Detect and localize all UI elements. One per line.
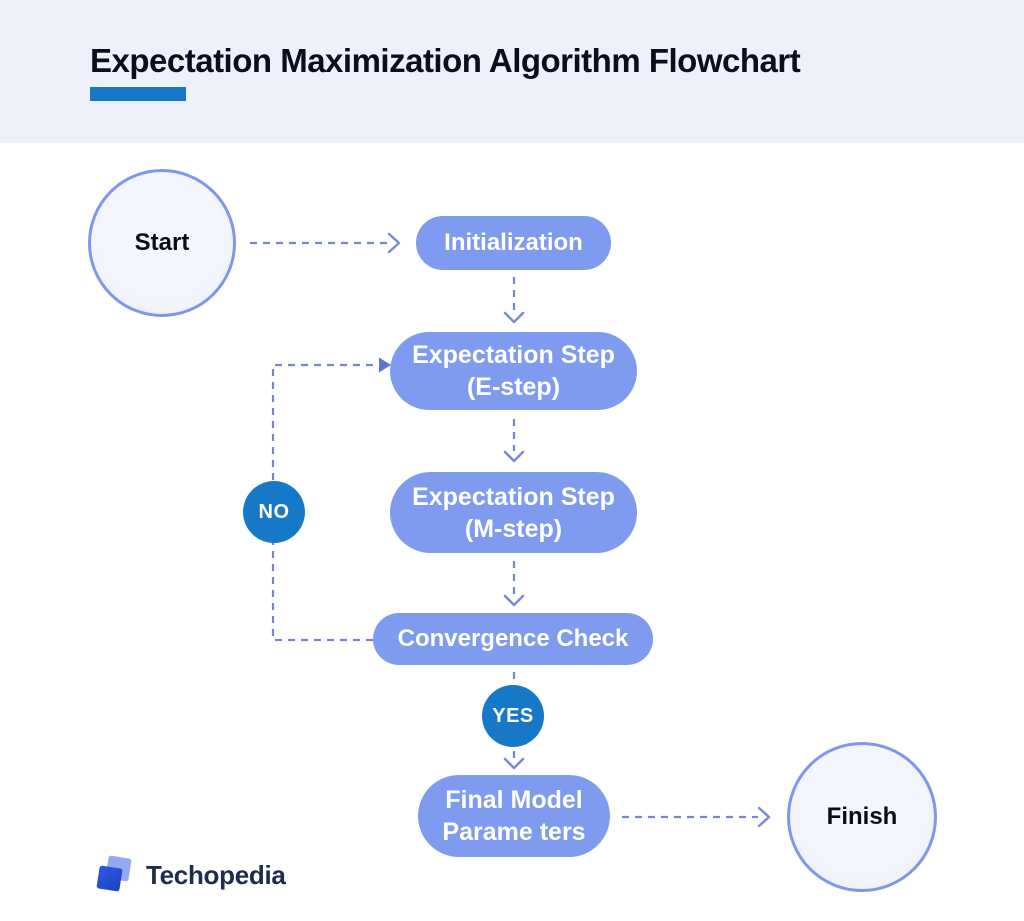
node-start: Start <box>88 169 236 317</box>
decision-no-label: NO <box>258 500 290 523</box>
page-title: Expectation Maximization Algorithm Flowc… <box>90 42 801 79</box>
node-final-line2: Parame ters <box>442 818 586 846</box>
techopedia-logo-icon <box>96 855 132 892</box>
title-accent-bar <box>90 87 186 101</box>
arrowhead-estep-to-mstep-icon <box>503 450 525 463</box>
arrowhead-final-to-finish-icon <box>757 806 771 828</box>
node-expectation-step-e: Expectation Step (E-step) <box>390 332 637 410</box>
node-mstep-line2: (M-step) <box>464 514 563 543</box>
arrowhead-start-to-initialization-icon <box>387 232 401 254</box>
decision-yes-badge: YES <box>482 685 544 747</box>
decision-yes-label: YES <box>492 704 534 727</box>
arrowhead-initialization-to-estep-icon <box>503 311 525 324</box>
node-final-model-parameters: Final Model Parame ters <box>418 775 610 857</box>
arrowhead-no-loop-icon <box>379 357 391 373</box>
arrowhead-mstep-to-convergence-icon <box>503 594 525 607</box>
decision-no-badge: NO <box>243 481 305 543</box>
node-initialization: Initialization <box>416 216 611 270</box>
node-finish-label: Finish <box>826 803 898 830</box>
node-convergence-check: Convergence Check <box>373 613 653 665</box>
node-estep-line2: (E-step) <box>466 373 561 401</box>
node-convergence-label: Convergence Check <box>397 624 629 652</box>
brand-name: Techopedia <box>146 859 286 890</box>
node-estep-line1: Expectation Step <box>412 341 615 369</box>
node-initialization-label: Initialization <box>444 228 583 256</box>
node-final-line1: Final Model <box>445 786 583 814</box>
node-expectation-step-m: Expectation Step (M-step) <box>390 472 637 553</box>
brand-footer: Techopedia <box>92 853 286 897</box>
node-mstep-line1: Expectation Step <box>412 482 615 511</box>
arrowhead-yes-to-final-icon <box>503 757 525 770</box>
header-band: Expectation Maximization Algorithm Flowc… <box>0 0 1024 143</box>
node-start-label: Start <box>134 229 190 256</box>
node-finish: Finish <box>787 742 937 892</box>
